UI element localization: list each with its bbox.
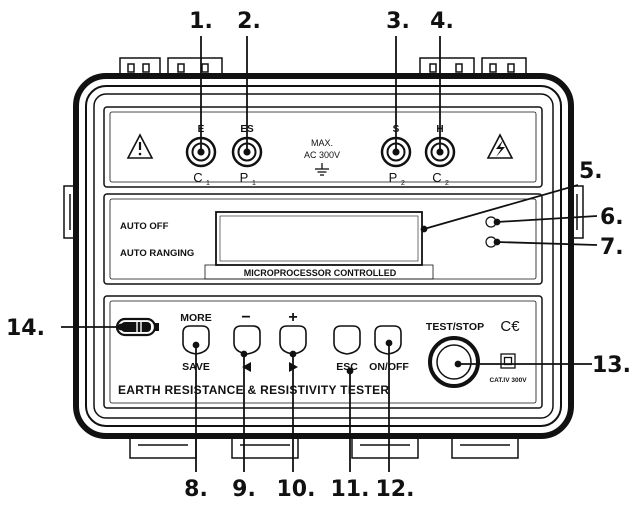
cat-rating: CAT.IV 300V — [489, 377, 527, 384]
terminal-e-subscript: 1 — [206, 180, 210, 187]
test-stop-label: TEST/STOP — [426, 321, 484, 333]
callout-5: 5. — [579, 159, 603, 184]
max-rating-line1: MAX. — [311, 138, 333, 148]
callout-3: 3. — [386, 9, 410, 34]
high-voltage-icon — [486, 133, 514, 159]
max-rating-line2: AC 300V — [304, 150, 340, 160]
callout-2: 2. — [237, 9, 261, 34]
callout-11: 11. — [331, 477, 370, 502]
callout-12: 12. — [376, 477, 415, 502]
case-inner-rim — [85, 85, 562, 427]
front-panel — [93, 93, 554, 419]
ce-mark: C€ — [500, 318, 520, 335]
display-panel: AUTO OFF AUTO RANGING MICROPROCESSOR CON… — [103, 193, 543, 285]
more-save-key[interactable]: MORE SAVE — [180, 312, 212, 373]
minus-label: − — [241, 309, 250, 326]
plus-key[interactable]: + — [279, 309, 307, 372]
callout-6: 6. — [600, 205, 624, 230]
control-panel: MORE SAVE − + ESC ON/OFF TEST/STOP C€ — [103, 295, 543, 409]
auto-off-label: AUTO OFF — [120, 221, 169, 232]
callout-8: 8. — [184, 477, 208, 502]
plus-label: + — [288, 309, 297, 326]
terminal-s-subscript: 2 — [401, 180, 405, 187]
side-latches — [63, 185, 584, 239]
arrow-left-icon — [242, 362, 251, 372]
terminal-s-sublabel: P — [389, 170, 398, 185]
auto-ranging-label: AUTO RANGING — [120, 248, 194, 259]
esc-key[interactable]: ESC — [333, 325, 361, 373]
callout-1: 1. — [189, 9, 213, 34]
callout-numbers: 1. 2. 3. 4. 5. 6. 7. 8. 9. 10. 11. 12. 1… — [6, 9, 631, 502]
terminal-es-sublabel: P — [240, 170, 249, 185]
callout-13: 13. — [592, 353, 631, 378]
ground-symbol-icon — [315, 163, 329, 176]
terminal-es-subscript: 1 — [252, 180, 256, 187]
more-label: MORE — [180, 312, 212, 324]
lcd-screen — [215, 211, 423, 266]
callout-leaders — [61, 36, 598, 472]
lcd-caption: MICROPROCESSOR CONTROLLED — [244, 268, 397, 278]
test-stop-button[interactable] — [428, 336, 480, 388]
minus-key[interactable]: − — [233, 309, 261, 372]
tester-name: EARTH RESISTANCE & RESISTIVITY TESTER — [118, 383, 389, 397]
top-clips — [119, 57, 527, 78]
callout-7: 7. — [600, 235, 624, 260]
terminal-h-sublabel: C — [432, 170, 441, 185]
callout-9: 9. — [232, 477, 256, 502]
terminal-e-sublabel: C — [193, 170, 202, 185]
callout-4: 4. — [430, 9, 454, 34]
callout-10: 10. — [277, 477, 316, 502]
terminal-h-subscript: 2 — [445, 180, 449, 187]
callout-14: 14. — [6, 316, 45, 341]
warning-triangle-icon — [126, 133, 154, 159]
